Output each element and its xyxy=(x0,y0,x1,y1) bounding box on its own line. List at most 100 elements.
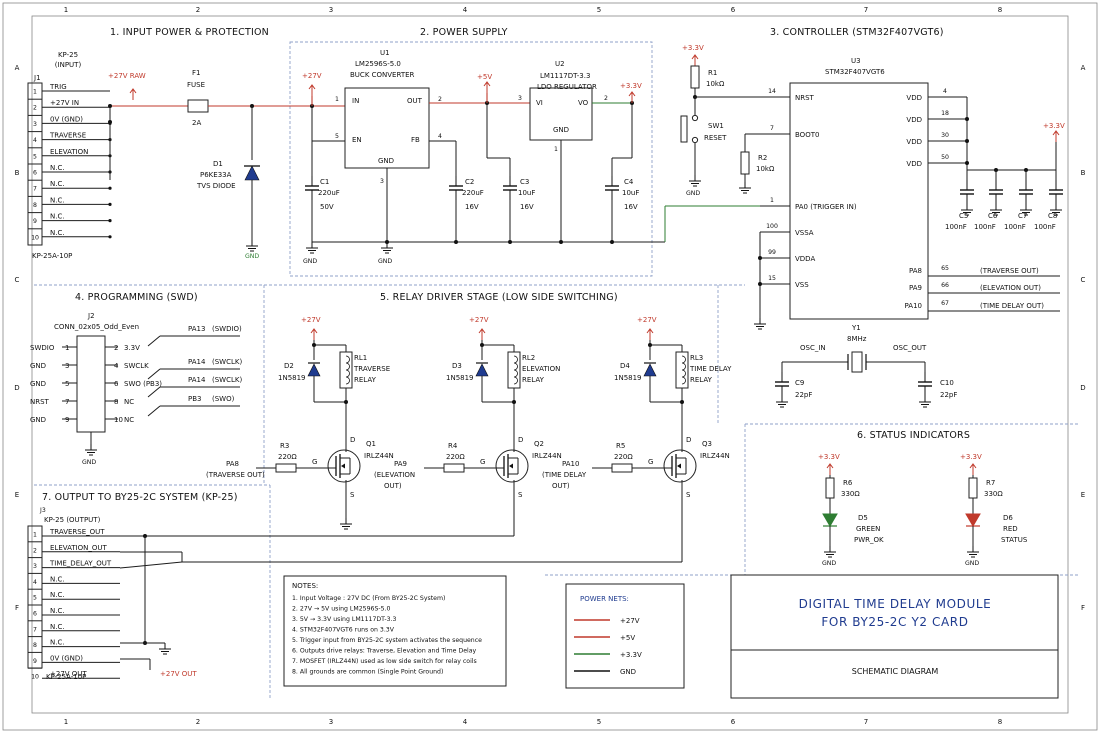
u3-ref: U3 xyxy=(851,57,861,65)
decoupling-cap-value: 100nF xyxy=(945,223,967,231)
gate-resistor-symbol xyxy=(443,463,465,473)
u3-pa-net: (TIME DELAY OUT) xyxy=(980,302,1044,310)
crystal-symbol xyxy=(851,351,863,373)
sw1-ref: SW1 xyxy=(708,122,724,130)
input-protection: +27V RAW F1 FUSE 2A GND D1 P6KE33A TVS D… xyxy=(108,69,296,260)
gate-label: G xyxy=(312,458,317,466)
u3-vdd-label: VDD xyxy=(906,116,922,124)
j3-pin-label: +27V OUT xyxy=(50,670,87,678)
j2-net-pin: PB3 xyxy=(188,395,201,403)
c10-capacitor xyxy=(917,371,933,397)
drain-label: D xyxy=(518,436,523,444)
j3-pin-label: 0V (GND) xyxy=(50,654,83,662)
status-gnd-label: GND xyxy=(965,560,979,567)
d6-color: RED xyxy=(1003,525,1018,533)
j1-pin-label: 0V (GND) xyxy=(50,115,83,123)
c9-value: 22pF xyxy=(795,391,812,399)
col-label: 7 xyxy=(864,718,868,726)
relay-ref: RL2 xyxy=(522,354,535,362)
note-item: 1. Input Voltage : 27V DC (From BY25-2C … xyxy=(292,595,445,602)
j3-pin-number: 3 xyxy=(33,563,37,570)
j1-ref: J1 xyxy=(33,74,41,82)
gnd-symbol xyxy=(688,174,702,187)
diode-part: 1N5819 xyxy=(446,374,474,382)
relay-type: RELAY xyxy=(690,376,713,384)
j2-right-label: SWCLK xyxy=(124,362,149,370)
col-label: 4 xyxy=(463,718,468,726)
row-label: E xyxy=(15,491,19,499)
j2-left-pin-number: 9 xyxy=(65,416,69,424)
gnd-symbol xyxy=(775,395,789,408)
u2-pinno-1: 1 xyxy=(554,146,558,153)
u3-pin-label: PA0 (TRIGGER IN) xyxy=(795,203,857,211)
status-3v3-label: +3.3V xyxy=(818,453,840,461)
section-title-relay: 5. RELAY DRIVER STAGE (LOW SIDE SWITCHIN… xyxy=(380,292,618,303)
relay-27v-label: +27V xyxy=(301,316,321,324)
diode-part: 1N5819 xyxy=(278,374,306,382)
col-label: 8 xyxy=(998,718,1002,726)
j2-body xyxy=(76,335,106,433)
j3-pin-number: 6 xyxy=(33,611,37,618)
gate-resistor-symbol xyxy=(275,463,297,473)
u2-pin-gnd: GND xyxy=(553,126,569,134)
gnd-symbol xyxy=(245,239,259,252)
row-label: E xyxy=(1081,491,1085,499)
power-nets-title: POWER NETS: xyxy=(580,595,629,603)
u3-vdd-pin-number: 18 xyxy=(941,110,949,117)
flyback-diode-symbol xyxy=(307,363,321,377)
fuse-symbol xyxy=(187,99,209,113)
u3-pa-label: PA9 xyxy=(909,284,922,292)
d1-desc: TVS DIODE xyxy=(196,182,236,190)
u3-pin-label: NRST xyxy=(795,94,815,102)
j2-net-pin: PA13 xyxy=(188,325,205,333)
y1-value: 8MHz xyxy=(847,335,867,343)
u1-pin-out: OUT xyxy=(407,97,423,105)
gate-label: G xyxy=(648,458,653,466)
j1-pin-label: N.C. xyxy=(50,180,65,188)
j2-net-name: (SWO) xyxy=(212,395,235,403)
note-item: 8. All grounds are common (Single Point … xyxy=(292,669,443,676)
j1-pin-number: 2 xyxy=(33,105,37,112)
relay-type: RELAY xyxy=(522,376,545,384)
u2-part: LM1117DT-3.3 xyxy=(540,72,590,80)
j3-pin-label: TIME_DELAY_OUT xyxy=(49,560,112,568)
u3-pa-net: (ELEVATION OUT) xyxy=(980,284,1041,292)
supply-27v-label: +27V xyxy=(302,72,322,80)
5v-arrow xyxy=(483,81,491,94)
j2-net-pin: PA14 xyxy=(188,376,206,384)
supply-gnd-label: GND xyxy=(378,258,392,265)
j1-header: KP-25 xyxy=(58,51,78,59)
note-item: 6. Outputs drive relays: Traverse, Eleva… xyxy=(292,648,477,655)
relay-name: ELEVATION xyxy=(522,365,560,373)
u1-pin-gnd: GND xyxy=(378,157,394,165)
relay-name: TRAVERSE xyxy=(353,365,390,373)
c2-ref: C2 xyxy=(465,178,474,186)
gate-resistor-ref: R4 xyxy=(448,442,458,450)
gate-resistor-value: 220Ω xyxy=(614,453,633,461)
gnd-symbol xyxy=(966,545,980,558)
j3-pin-label: N.C. xyxy=(50,607,65,615)
flyback-diode-symbol xyxy=(643,363,657,377)
column-labels-top: 1 2 3 4 5 6 7 8 xyxy=(64,6,1002,14)
j2-left-label: GND xyxy=(30,380,46,388)
decoupling-cap-ref: C5 xyxy=(959,212,968,220)
j2-left-pin-number: 7 xyxy=(65,398,69,406)
d6-label: STATUS xyxy=(1001,536,1028,544)
gate-resistor-ref: R3 xyxy=(280,442,289,450)
u3-pa-label: PA8 xyxy=(909,267,922,275)
u3-pin-label: VSSA xyxy=(795,229,814,237)
decoupling-cap-value: 100nF xyxy=(1004,223,1026,231)
relay-type: RELAY xyxy=(354,376,377,384)
status-indicators: +3.3V R6 330Ω GND D5 GREEN PWR_OK +3.3V … xyxy=(818,453,1028,567)
fuse-value: 2A xyxy=(192,119,201,127)
j1-pin-label: N.C. xyxy=(50,196,65,204)
gnd-symbol xyxy=(380,241,394,254)
osc-out-label: OSC_OUT xyxy=(893,344,927,352)
col-label: 8 xyxy=(998,6,1002,14)
title-block: DIGITAL TIME DELAY MODULE FOR BY25-2C Y2… xyxy=(730,574,1059,699)
j2-left-pin-number: 5 xyxy=(65,380,69,388)
title-line-2: FOR BY25-2C Y2 CARD xyxy=(821,615,968,629)
raw-power-arrow xyxy=(129,88,137,101)
j2-net-name: (SWCLK) xyxy=(212,376,242,384)
